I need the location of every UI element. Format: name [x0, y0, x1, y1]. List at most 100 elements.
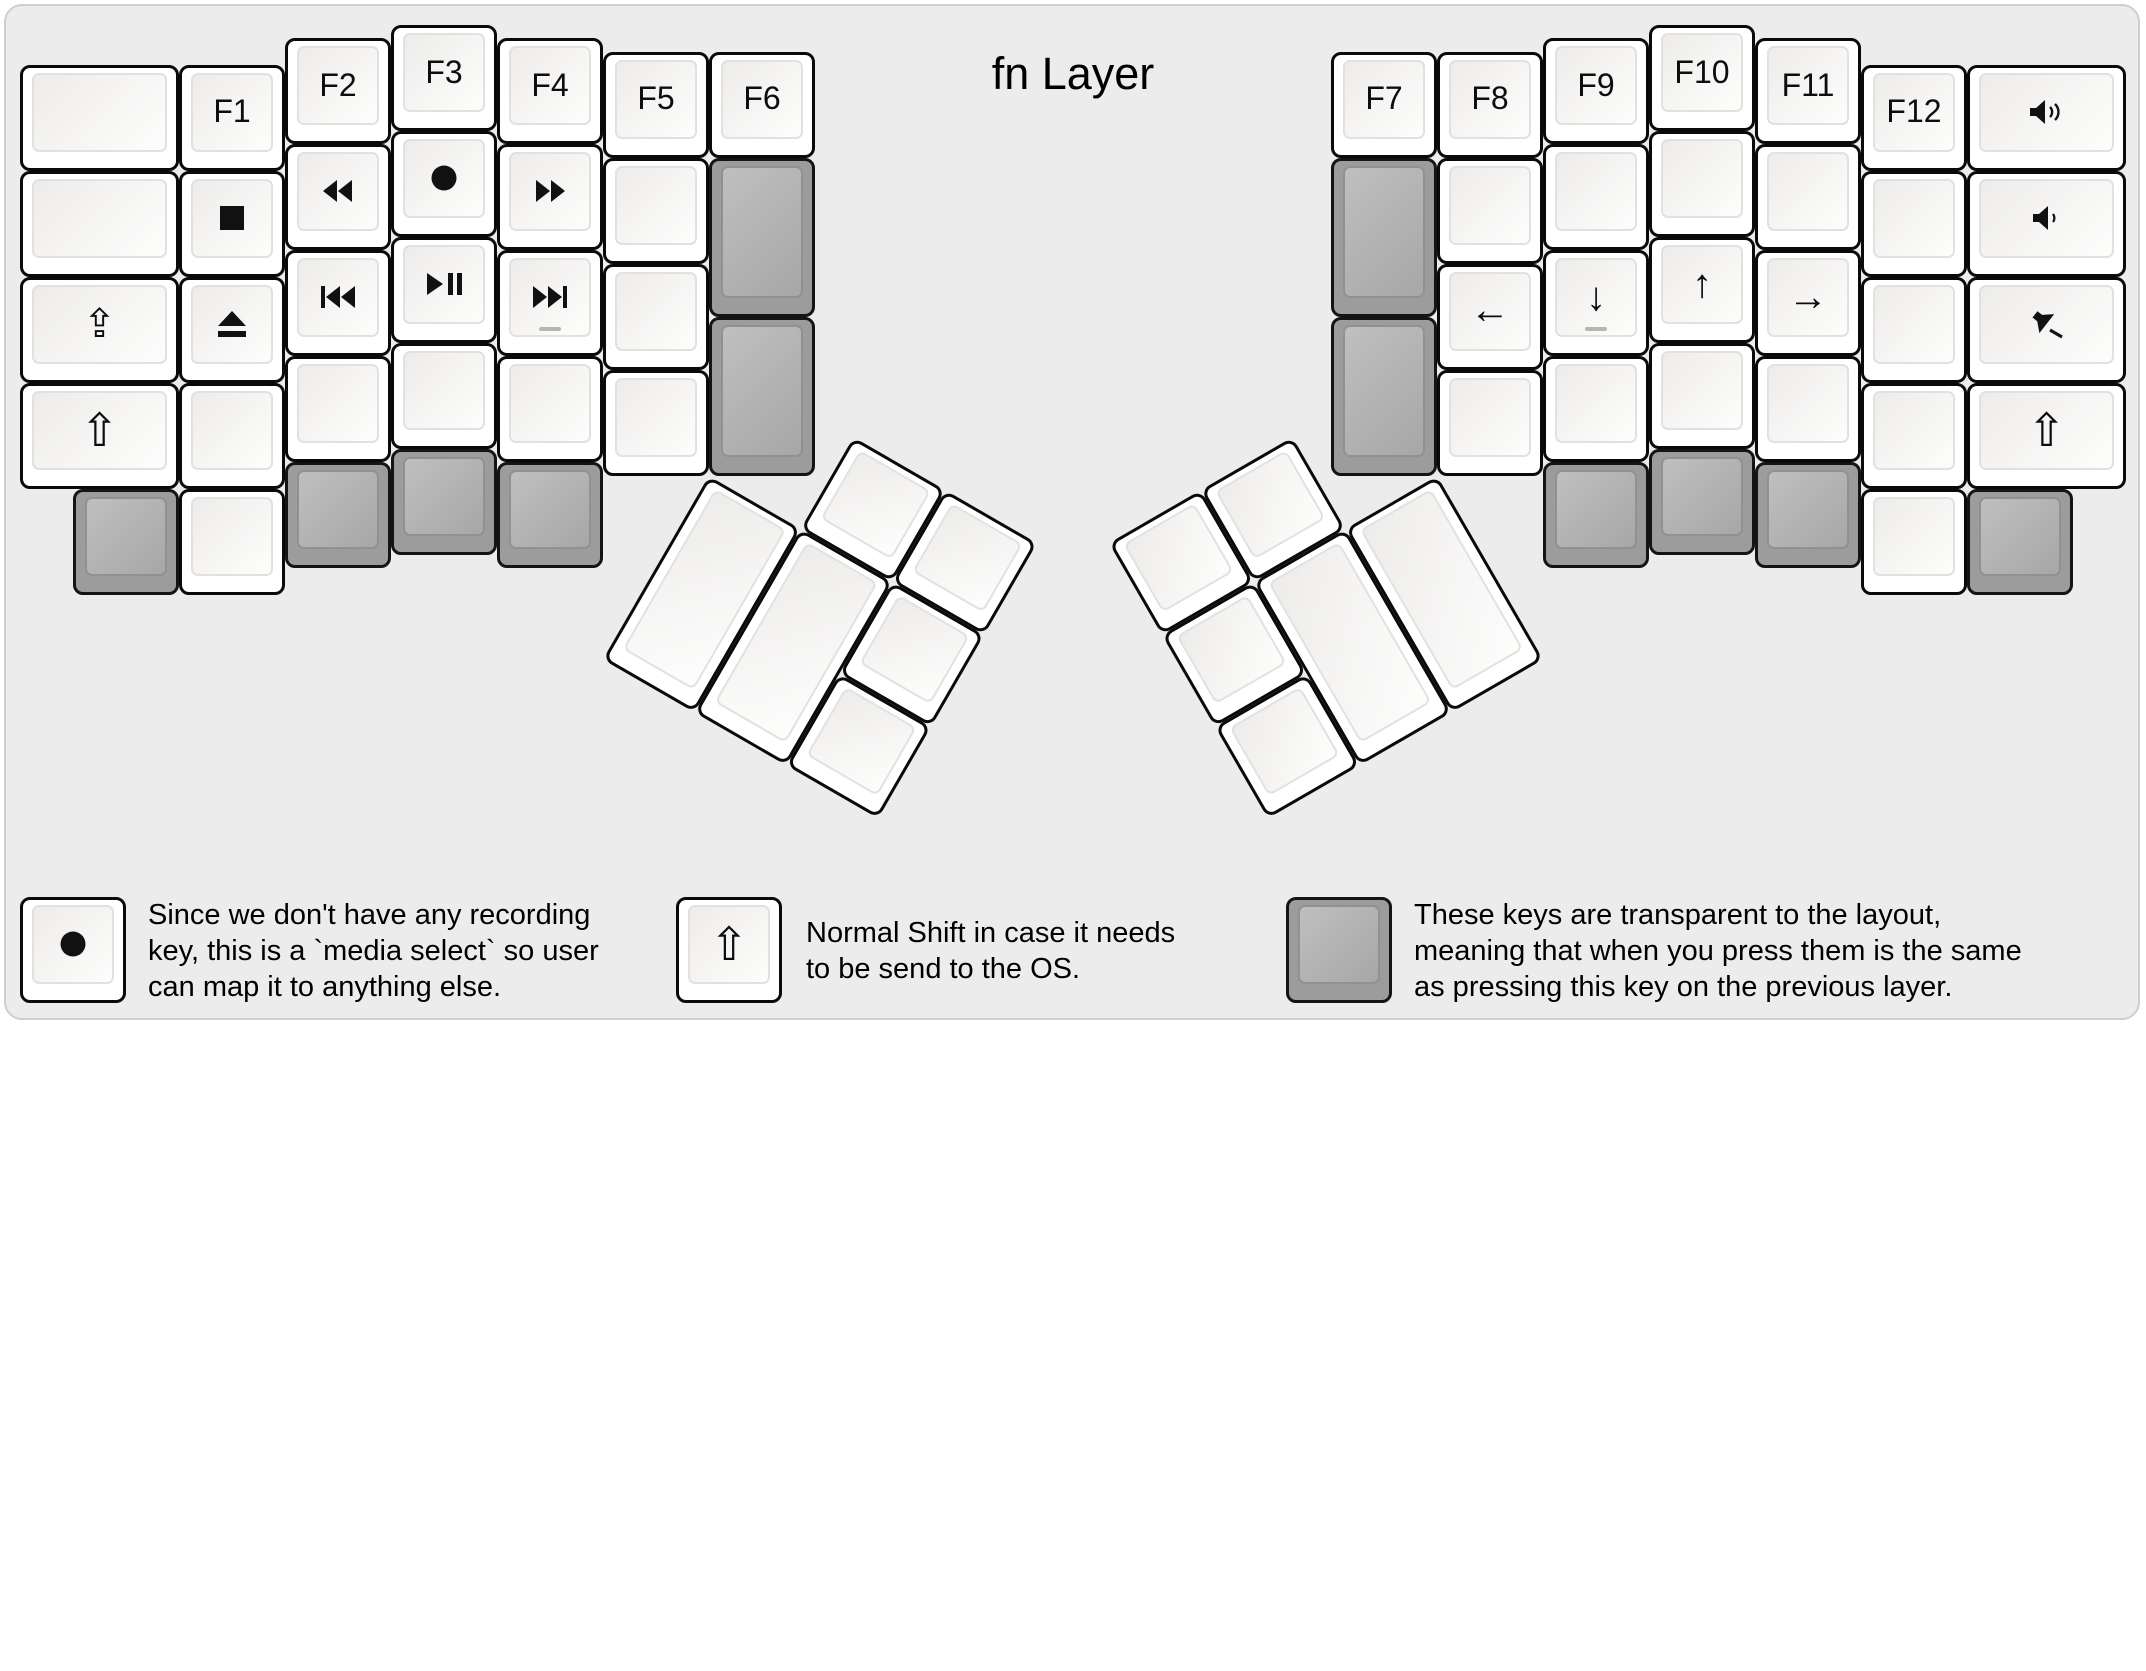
keycap-surface — [1555, 364, 1637, 444]
key-transparent-l-inner-1[interactable] — [709, 157, 815, 317]
keycap-surface — [615, 165, 697, 245]
caps-lock-icon: ⇪ — [82, 301, 117, 346]
mute-icon — [1970, 280, 2123, 368]
key-f9[interactable]: F9 — [1543, 38, 1649, 145]
key-blank-r-c6-1[interactable] — [1861, 170, 1967, 277]
keycap-surface — [1873, 496, 1955, 576]
keycap-surface — [32, 284, 167, 364]
key-arrow-down[interactable]: ↓ — [1543, 250, 1649, 357]
keycap-surface — [1343, 165, 1425, 298]
key-blank-l-c2[interactable] — [179, 382, 285, 489]
keycap-surface — [615, 377, 697, 457]
key-f8[interactable]: F8 — [1437, 51, 1543, 158]
key-f1[interactable]: F1 — [179, 64, 285, 171]
keycap-surface — [1767, 152, 1849, 232]
key-transparent-r-bottom-1[interactable] — [1543, 462, 1649, 569]
key-transparent-l-bottom-4[interactable] — [497, 462, 603, 569]
key-f5[interactable]: F5 — [603, 51, 709, 158]
key-fast-forward[interactable] — [497, 144, 603, 251]
key-rewind[interactable] — [285, 144, 391, 251]
key-blank-r-c3-2[interactable] — [1543, 356, 1649, 463]
keycap-surface — [1873, 72, 1955, 152]
keycap-surface — [721, 165, 803, 298]
key-f3[interactable]: F3 — [391, 25, 497, 131]
key-blank-r-c2-1[interactable] — [1437, 157, 1543, 264]
key-blank-r-c6-3[interactable] — [1861, 382, 1967, 489]
key-blank-l-c6-3[interactable] — [603, 369, 709, 476]
key-shift-right[interactable]: ⇧ — [1967, 382, 2126, 489]
key-shift-left[interactable]: ⇧ — [20, 382, 179, 489]
next-track-icon — [500, 253, 600, 341]
volume-down-icon — [1970, 174, 2123, 262]
key-label: F8 — [1471, 80, 1509, 116]
keycap-surface — [615, 271, 697, 351]
key-mute[interactable] — [1967, 276, 2126, 383]
key-f2[interactable]: F2 — [285, 38, 391, 145]
key-blank-r-c4-2[interactable] — [1649, 343, 1755, 449]
keycap-surface — [1767, 470, 1849, 550]
key-transparent-r-inner-1[interactable] — [1331, 157, 1437, 317]
legend-text-3: These keys are transparent to the layout… — [1414, 899, 2022, 1003]
key-blank-l-bottom[interactable] — [179, 488, 285, 595]
key-media-select-record[interactable] — [391, 131, 497, 237]
keycap-surface — [509, 364, 591, 444]
prev-track-icon — [288, 253, 388, 341]
keycap-surface — [509, 152, 591, 232]
key-transparent-r-bottom-2[interactable] — [1649, 449, 1755, 555]
key-volume-down[interactable] — [1967, 170, 2126, 277]
key-blank-r-bottom[interactable] — [1861, 488, 1967, 595]
key-f12[interactable]: F12 — [1861, 64, 1967, 171]
key-transparent-l-bottom-2[interactable] — [285, 462, 391, 569]
key-blank-l-c4[interactable] — [391, 343, 497, 449]
key-stop[interactable] — [179, 170, 285, 277]
key-blank-l-c3[interactable] — [285, 356, 391, 463]
keycap-surface — [1873, 284, 1955, 364]
key-transparent-r-bottom-4[interactable] — [1967, 488, 2073, 595]
key-f10[interactable]: F10 — [1649, 25, 1755, 131]
keycap-surface — [1343, 324, 1425, 457]
key-arrow-up[interactable]: ↑ — [1649, 237, 1755, 343]
key-label: F7 — [1365, 80, 1403, 116]
key-transparent-l-bottom-1[interactable] — [73, 488, 179, 595]
key-play-pause[interactable] — [391, 237, 497, 343]
key-f11[interactable]: F11 — [1755, 38, 1861, 145]
key-blank-l-c6-2[interactable] — [603, 263, 709, 370]
key-volume-up[interactable] — [1967, 64, 2126, 171]
key-blank-r-c6-2[interactable] — [1861, 276, 1967, 383]
key-eject[interactable] — [179, 276, 285, 383]
key-prev-track[interactable] — [285, 250, 391, 357]
key-caps-lock[interactable]: ⇪ — [20, 276, 179, 383]
key-transparent-r-inner-2[interactable] — [1331, 316, 1437, 476]
keycap-surface — [1979, 496, 2061, 576]
key-label: F1 — [213, 93, 251, 130]
keycap-surface — [509, 470, 591, 550]
arrow-left-icon: ← — [1470, 288, 1510, 332]
keycap-surface — [191, 72, 273, 152]
keycap-surface — [721, 324, 803, 457]
key-transparent-l-bottom-3[interactable] — [391, 449, 497, 555]
key-f6[interactable]: F6 — [709, 51, 815, 158]
key-blank-r-c4-1[interactable] — [1649, 131, 1755, 237]
key-label: F2 — [319, 66, 357, 103]
key-blank-r-c3-1[interactable] — [1543, 144, 1649, 251]
key-blank-r-c2-2[interactable] — [1437, 369, 1543, 476]
keycap-surface — [403, 245, 485, 324]
keycap-surface — [1661, 351, 1743, 430]
key-arrow-right[interactable]: → — [1755, 250, 1861, 357]
key-blank-l-outer-2[interactable] — [20, 170, 179, 277]
keycap-surface — [688, 905, 770, 984]
key-blank-l-c6-1[interactable] — [603, 157, 709, 264]
key-blank-l-outer-1[interactable] — [20, 64, 179, 171]
key-blank-r-c5-1[interactable] — [1755, 144, 1861, 251]
key-transparent-l-inner-2[interactable] — [709, 316, 815, 476]
key-transparent-r-bottom-3[interactable] — [1755, 462, 1861, 569]
keycap-surface — [191, 390, 273, 470]
key-f7[interactable]: F7 — [1331, 51, 1437, 158]
key-blank-r-c5-2[interactable] — [1755, 356, 1861, 463]
key-blank-l-c5[interactable] — [497, 356, 603, 463]
key-next-track[interactable] — [497, 250, 603, 357]
key-f4[interactable]: F4 — [497, 38, 603, 145]
key-arrow-left[interactable]: ← — [1437, 263, 1543, 370]
